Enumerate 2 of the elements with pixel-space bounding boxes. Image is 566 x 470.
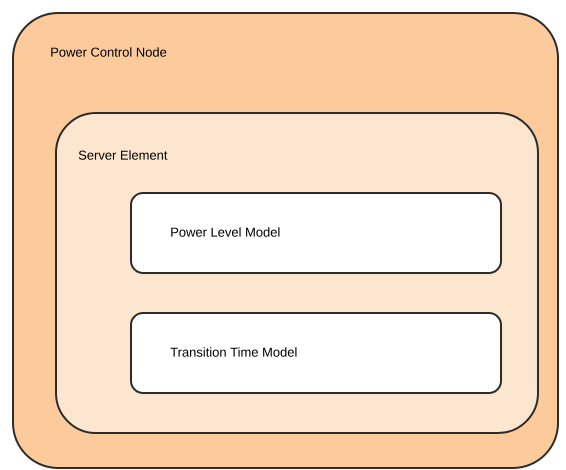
process-box: Power Level Model [130,192,502,274]
process-box: Transition Time Model [130,312,502,394]
